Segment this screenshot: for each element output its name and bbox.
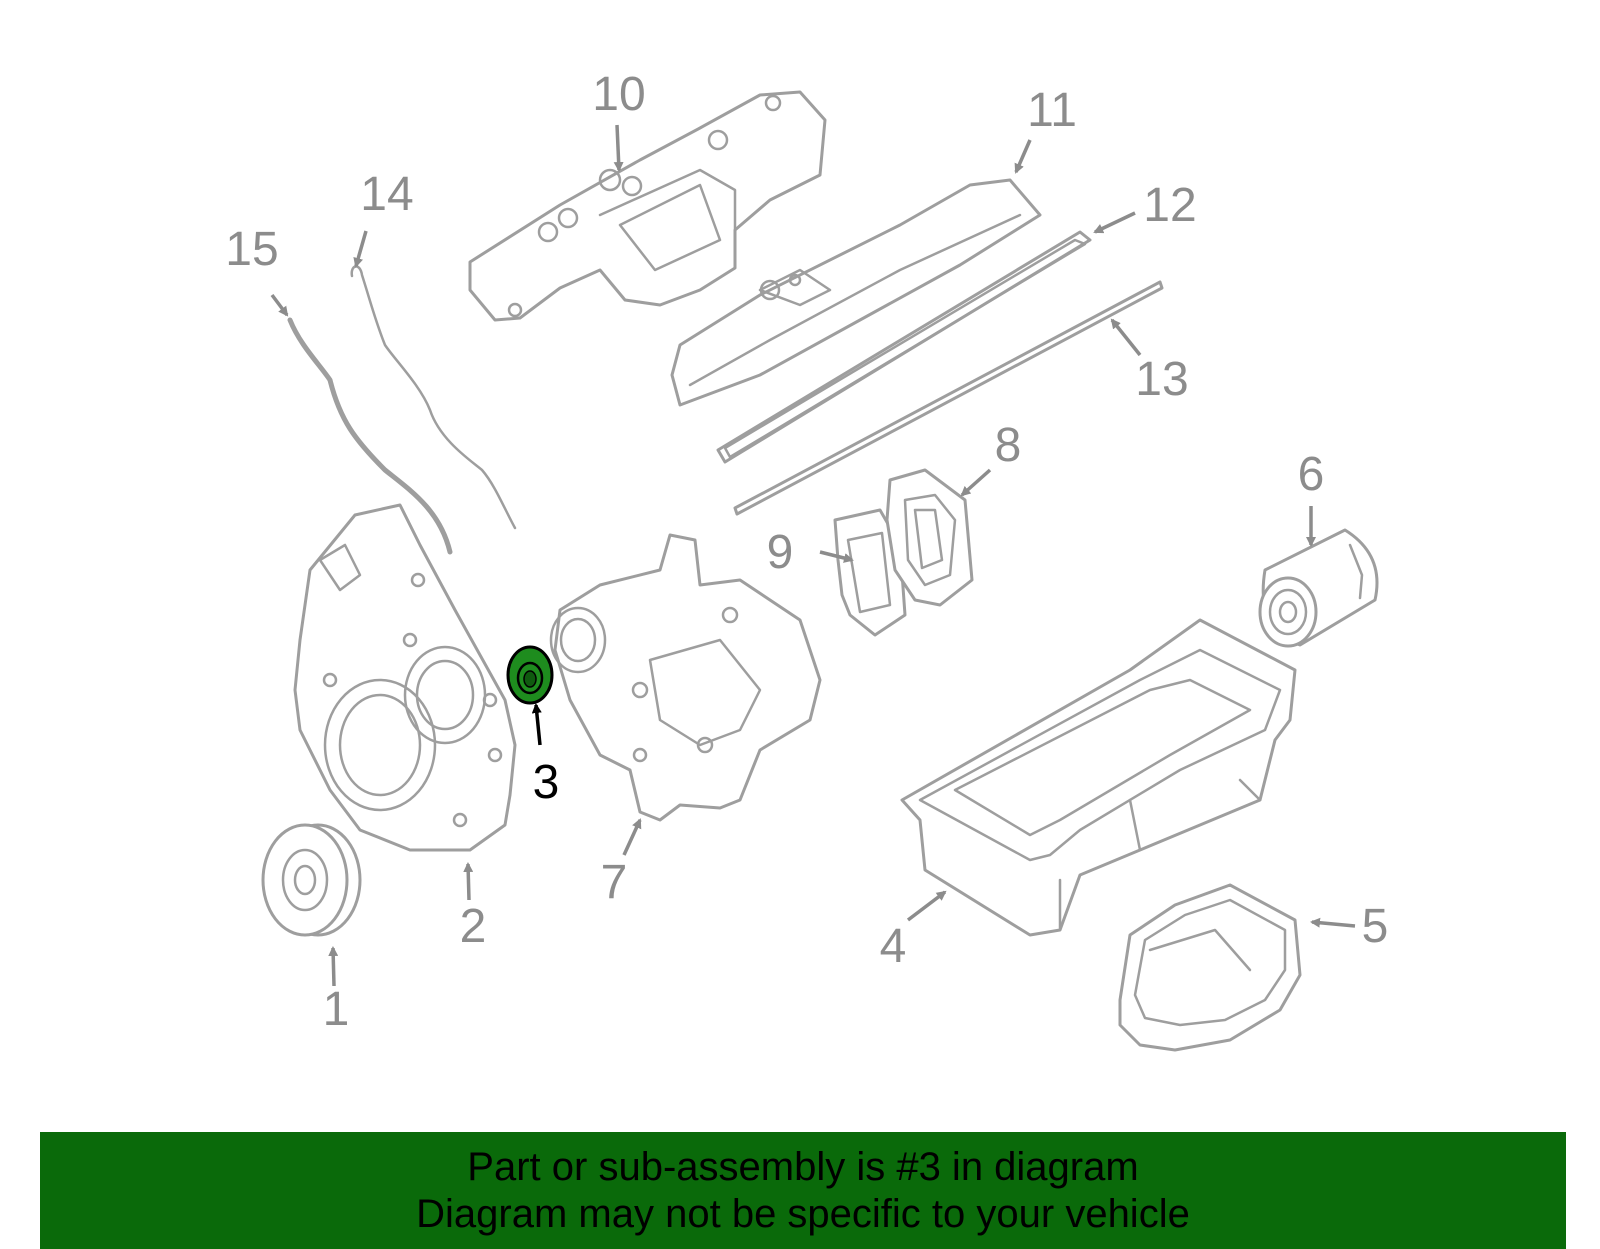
callout-14: 14	[360, 168, 413, 221]
leader-5	[1310, 917, 1356, 928]
callout-3: 3	[533, 756, 560, 809]
callout-12: 12	[1143, 179, 1196, 232]
leader-3	[531, 703, 542, 746]
callout-4: 4	[880, 920, 907, 973]
oil-filter-part[interactable]	[1258, 528, 1379, 648]
callout-10: 10	[592, 68, 645, 121]
leader-13	[1110, 318, 1142, 357]
callout-13: 13	[1135, 353, 1188, 406]
info-banner: Part or sub-assembly is #3 in diagram Di…	[40, 1132, 1566, 1249]
leader-15	[270, 293, 289, 317]
parts-diagram: 1 2 3 4 5 6 7 8 9 10 11 12 13 14 15	[225, 68, 1389, 1052]
banner-line-1: Part or sub-assembly is #3 in diagram	[467, 1145, 1139, 1189]
leader-12	[1093, 211, 1136, 234]
leader-10	[613, 124, 624, 172]
callout-11: 11	[1027, 84, 1077, 137]
leader-9	[819, 550, 854, 563]
oil-pan-baffle-part[interactable]	[1118, 883, 1302, 1052]
leader-1	[328, 946, 339, 987]
callout-9: 9	[767, 526, 794, 579]
callout-15: 15	[225, 223, 278, 276]
callout-2: 2	[460, 900, 487, 953]
front-crankshaft-seal-part[interactable]	[506, 645, 554, 705]
leader-7	[622, 818, 642, 856]
callout-7: 7	[601, 856, 628, 909]
valve-cover-gasket-part[interactable]	[716, 230, 1092, 464]
oil-pan-part[interactable]	[900, 618, 1297, 937]
leader-4	[906, 890, 947, 922]
callout-8: 8	[995, 419, 1022, 472]
leader-2	[463, 862, 474, 901]
leader-8	[960, 468, 992, 497]
banner-line-2: Diagram may not be specific to your vehi…	[416, 1192, 1190, 1236]
callout-5: 5	[1362, 900, 1389, 953]
oil-cooler-part[interactable]	[885, 468, 974, 607]
leader-14	[353, 230, 368, 268]
callout-1: 1	[323, 983, 350, 1036]
callout-6: 6	[1298, 448, 1325, 501]
leader-11	[1014, 139, 1032, 174]
dipstick-part[interactable]	[350, 265, 517, 530]
dipstick-tube-part[interactable]	[287, 317, 453, 555]
valve-cover-part[interactable]	[670, 178, 1042, 407]
crankshaft-pulley-part[interactable]	[261, 823, 362, 937]
intake-manifold-part[interactable]	[468, 90, 827, 322]
seal-strip-part[interactable]	[733, 280, 1164, 516]
timing-cover-part[interactable]	[293, 503, 517, 852]
oil-pump-housing-part[interactable]	[549, 533, 822, 822]
